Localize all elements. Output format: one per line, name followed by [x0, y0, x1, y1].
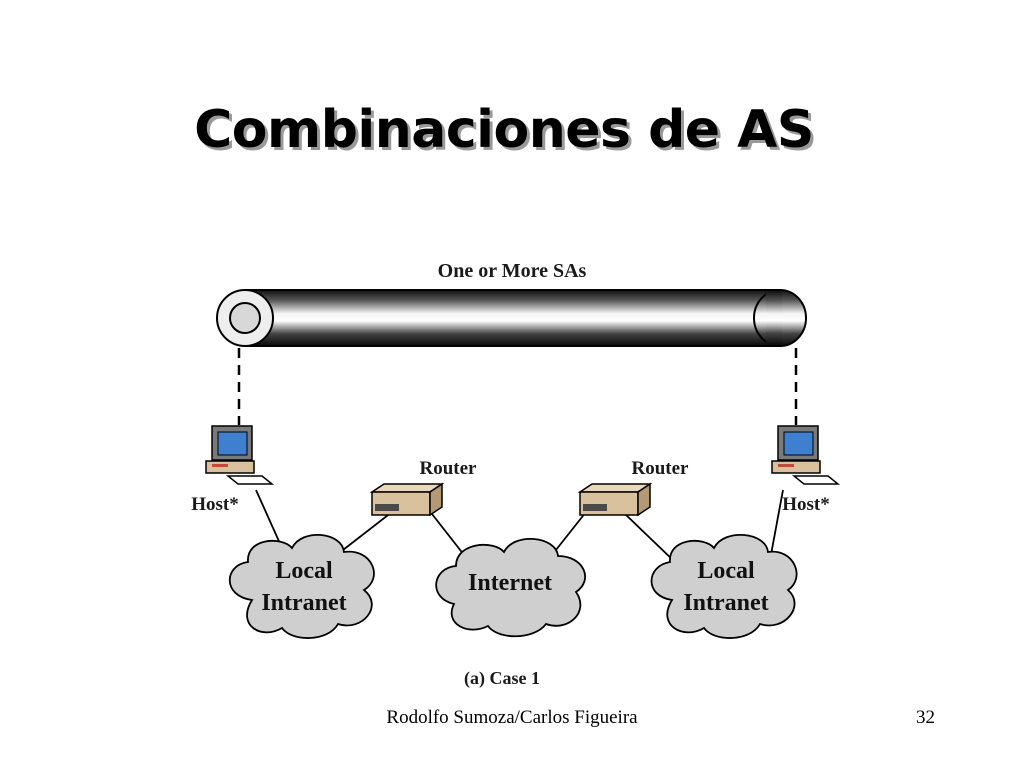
cloud-right-line2: Intranet: [683, 590, 768, 616]
router-right-icon: [577, 482, 653, 517]
cloud-center-icon: [435, 538, 587, 638]
cloud-right-icon: [650, 534, 798, 639]
cloud-left-line2: Intranet: [261, 590, 346, 616]
sa-tunnel: [216, 289, 807, 347]
diagram-caption: (a) Case 1: [464, 668, 540, 689]
router-right-label: Router: [632, 458, 690, 479]
host-left-computer-icon: [205, 425, 275, 485]
router-left-label: Router: [420, 458, 478, 479]
cloud-center-line1: Internet: [468, 570, 552, 596]
cloud-right-line1: Local: [697, 558, 755, 584]
slide-title: Combinaciones de AS: [194, 100, 814, 160]
router-left-icon: [369, 482, 445, 517]
page-number: 32: [916, 707, 935, 728]
cloud-left-line1: Local: [275, 558, 333, 584]
tunnel-label: One or More SAs: [438, 260, 587, 282]
footer-author: Rodolfo Sumoza/Carlos Figueira: [386, 707, 638, 728]
cloud-left-icon: [228, 534, 375, 639]
host-right-label: Host*: [782, 494, 830, 515]
host-left-label: Host*: [191, 494, 239, 515]
host-right-computer-icon: [771, 425, 841, 485]
